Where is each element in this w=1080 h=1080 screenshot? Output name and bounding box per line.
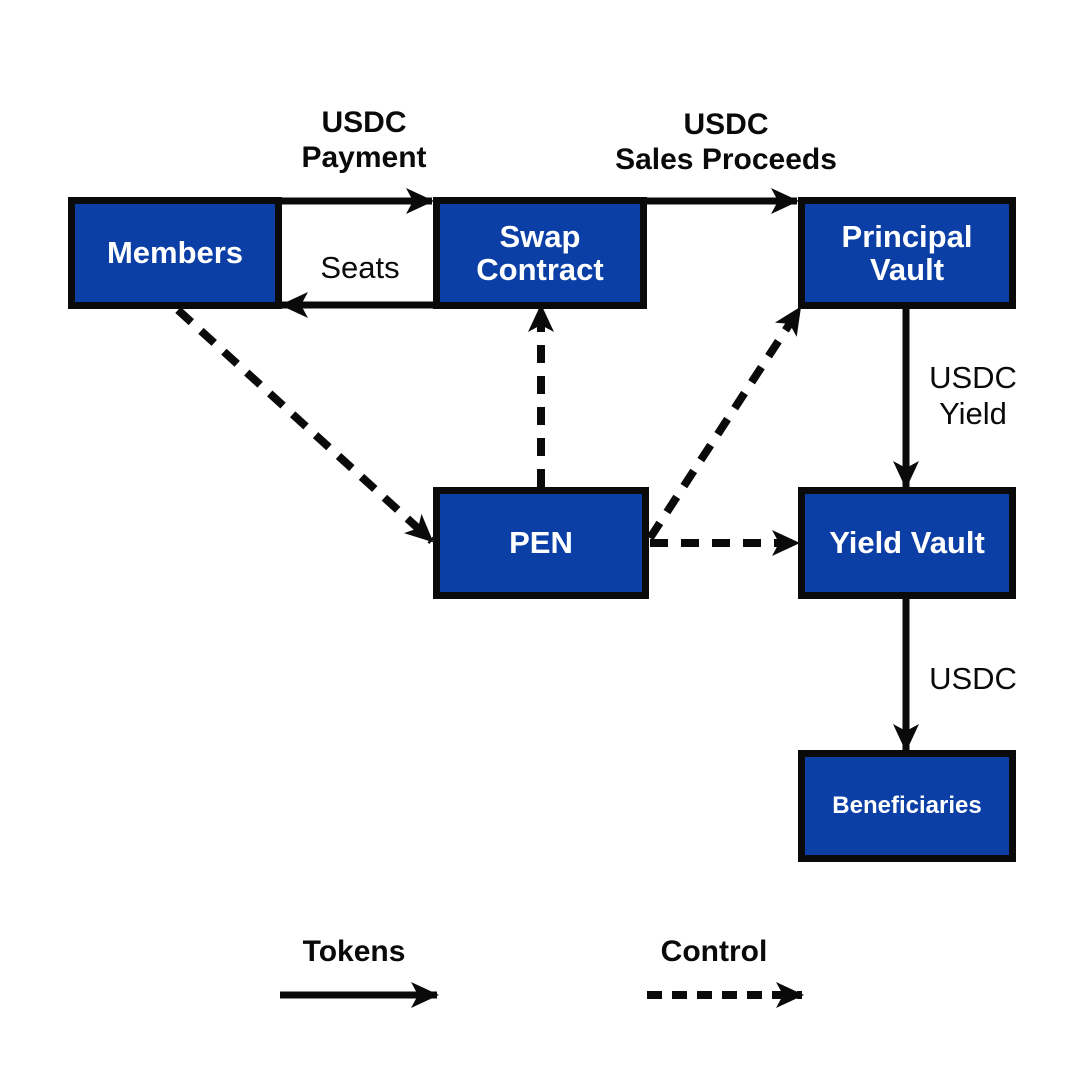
node-pen: PEN — [433, 487, 649, 599]
node-swap-contract-label: Swap Contract — [476, 218, 604, 287]
edge-label-usdc-payment: USDC Payment — [301, 106, 427, 174]
legend-control-label: Control — [660, 935, 768, 968]
edge-label-usdc-yield: USDC Yield — [929, 360, 1017, 431]
legend-tokens-label: Tokens — [302, 935, 406, 968]
node-principal-vault-label: Principal Vault — [841, 218, 973, 287]
edge-pen-to-principal — [646, 305, 804, 541]
edge-members-to-pen — [175, 307, 435, 544]
node-beneficiaries-label: Beneficiaries — [832, 792, 982, 820]
node-members: Members — [68, 197, 282, 309]
edge-label-seats: Seats — [320, 250, 400, 285]
edge-label-usdc: USDC — [929, 661, 1017, 696]
edge-label-usdc-sales-proceeds: USDC Sales Proceeds — [615, 108, 837, 176]
node-principal-vault: Principal Vault — [798, 197, 1016, 309]
node-yield-vault-label: Yield Vault — [829, 525, 985, 561]
node-yield-vault: Yield Vault — [798, 487, 1016, 599]
node-beneficiaries: Beneficiaries — [798, 750, 1016, 862]
node-swap-contract: Swap Contract — [433, 197, 647, 309]
node-members-label: Members — [106, 235, 244, 271]
node-pen-label: PEN — [509, 525, 573, 561]
